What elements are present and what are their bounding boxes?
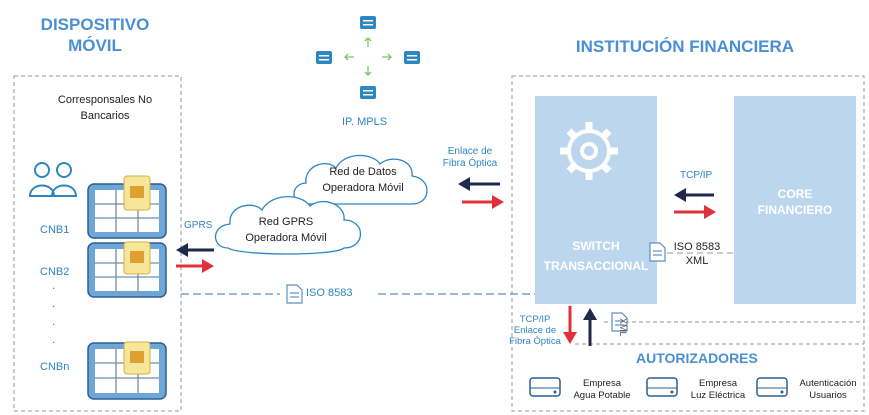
authorizer-luz: Empresa Luz Eléctrica <box>680 378 756 402</box>
authorizer-agua: Empresa Agua Potable <box>564 378 640 402</box>
cnb-header-line1: Corresponsales No <box>57 94 153 106</box>
pos-terminal-icon-2 <box>87 241 167 298</box>
bottom-tcpip: TCP/IP <box>519 314 551 325</box>
pos-terminal-icon-1 <box>87 175 167 239</box>
switch-line1: SWITCH <box>572 239 620 253</box>
cnb-header-line2: Bancarios <box>80 110 130 122</box>
server-icon-luz <box>646 377 678 397</box>
authorizer-luz-line1: Empresa <box>698 378 737 389</box>
gprs-label: GPRS <box>184 220 213 231</box>
authorizer-luz-line2: Luz Eléctrica <box>690 390 746 401</box>
dot-2: . <box>52 296 56 310</box>
autorizadores-title: AUTORIZADORES <box>636 350 758 366</box>
cloud-datos-line2: Operadora Móvil <box>322 182 404 194</box>
cloud-datos-text: Red de Datos Operadora Móvil <box>308 164 418 196</box>
gear-icon <box>560 122 618 180</box>
authorizer-agua-line1: Empresa <box>582 378 621 389</box>
mobile-title-line2: MÓVIL <box>68 36 122 55</box>
institution-box <box>511 75 865 412</box>
iso-xml-line1: ISO 8583 <box>673 241 721 253</box>
core-text: CORE FINANCIERO <box>734 186 856 218</box>
cloud-gprs-text: Red GPRS Operadora Móvil <box>226 214 346 246</box>
server-icon-auth <box>756 377 788 397</box>
cloud-datos-line1: Red de Datos <box>329 166 397 178</box>
network-nodes-icon <box>316 16 420 99</box>
authorizer-auth-line1: Autenticación <box>799 378 857 389</box>
core-line1: CORE <box>777 187 813 201</box>
pos-terminal-icon-3 <box>87 341 167 400</box>
iso-label: ISO 8583 <box>306 287 353 299</box>
bottom-link-label: TCP/IP Enlace de Fibra Óptica <box>500 314 570 347</box>
cloud-gprs-line1: Red GPRS <box>258 216 314 228</box>
authorizer-auth-line2: Usuarios <box>809 390 847 401</box>
device-label-cnb2: CNB2 <box>40 266 70 278</box>
switch-text: SWITCH TRANSACCIONAL <box>535 236 657 276</box>
arrow-down-red <box>563 306 577 344</box>
device-label-cnb1: CNB1 <box>40 224 70 236</box>
dot-1: . <box>52 278 56 292</box>
document-icon-xml <box>611 312 628 332</box>
arrow-right-red-fibra <box>462 195 504 209</box>
dot-4: . <box>52 332 56 346</box>
dot-3: . <box>52 314 56 328</box>
document-icon-switch <box>649 242 666 262</box>
arrow-left-dark-fibra <box>458 177 500 191</box>
fibra-label: Enlace de Fibra Óptica <box>440 146 500 170</box>
document-icon-iso <box>286 284 303 304</box>
cloud-gprs-icon <box>214 195 361 255</box>
users-icon <box>28 162 78 197</box>
arrow-left-dark-core <box>674 188 714 202</box>
authorizer-auth: Autenticación Usuarios <box>790 378 866 402</box>
iso-xml-line2: XML <box>685 255 709 267</box>
server-icon-agua <box>529 377 561 397</box>
cloud-gprs-line2: Operadora Móvil <box>245 232 327 244</box>
iso-xml-label: ISO 8583 XML <box>672 240 722 268</box>
ip-mpls-label: IP. MPLS <box>342 116 388 128</box>
bottom-fibra-line1: Enlace de <box>513 325 557 336</box>
core-panel <box>734 96 856 304</box>
mobile-title: DISPOSITIVO MÓVIL <box>30 14 160 56</box>
core-line2: FINANCIERO <box>757 203 833 217</box>
arrow-left-dark <box>176 243 214 257</box>
fibra-line1: Enlace de <box>447 146 493 157</box>
authorizer-agua-line2: Agua Potable <box>573 390 631 401</box>
cloud-datos-icon <box>293 154 428 205</box>
arrow-up-dark <box>583 308 597 346</box>
fibra-line2: Fibra Óptica <box>442 158 498 169</box>
cnb-header: Corresponsales No Bancarios <box>40 92 170 124</box>
mobile-title-line1: DISPOSITIVO <box>40 15 150 34</box>
institution-title: INSTITUCIÓN FINANCIERA <box>575 37 795 56</box>
xml-vertical-label: XML <box>618 318 628 337</box>
device-label-cnbn: CNBn <box>40 361 70 373</box>
bottom-fibra-line2: Fibra Óptica <box>509 336 561 347</box>
mobile-device-box <box>13 75 182 412</box>
switch-line2: TRANSACCIONAL <box>543 259 649 273</box>
arrow-right-red-core <box>674 205 716 219</box>
tcpip-core-label: TCP/IP <box>680 170 713 181</box>
arrow-right-red <box>176 259 214 273</box>
